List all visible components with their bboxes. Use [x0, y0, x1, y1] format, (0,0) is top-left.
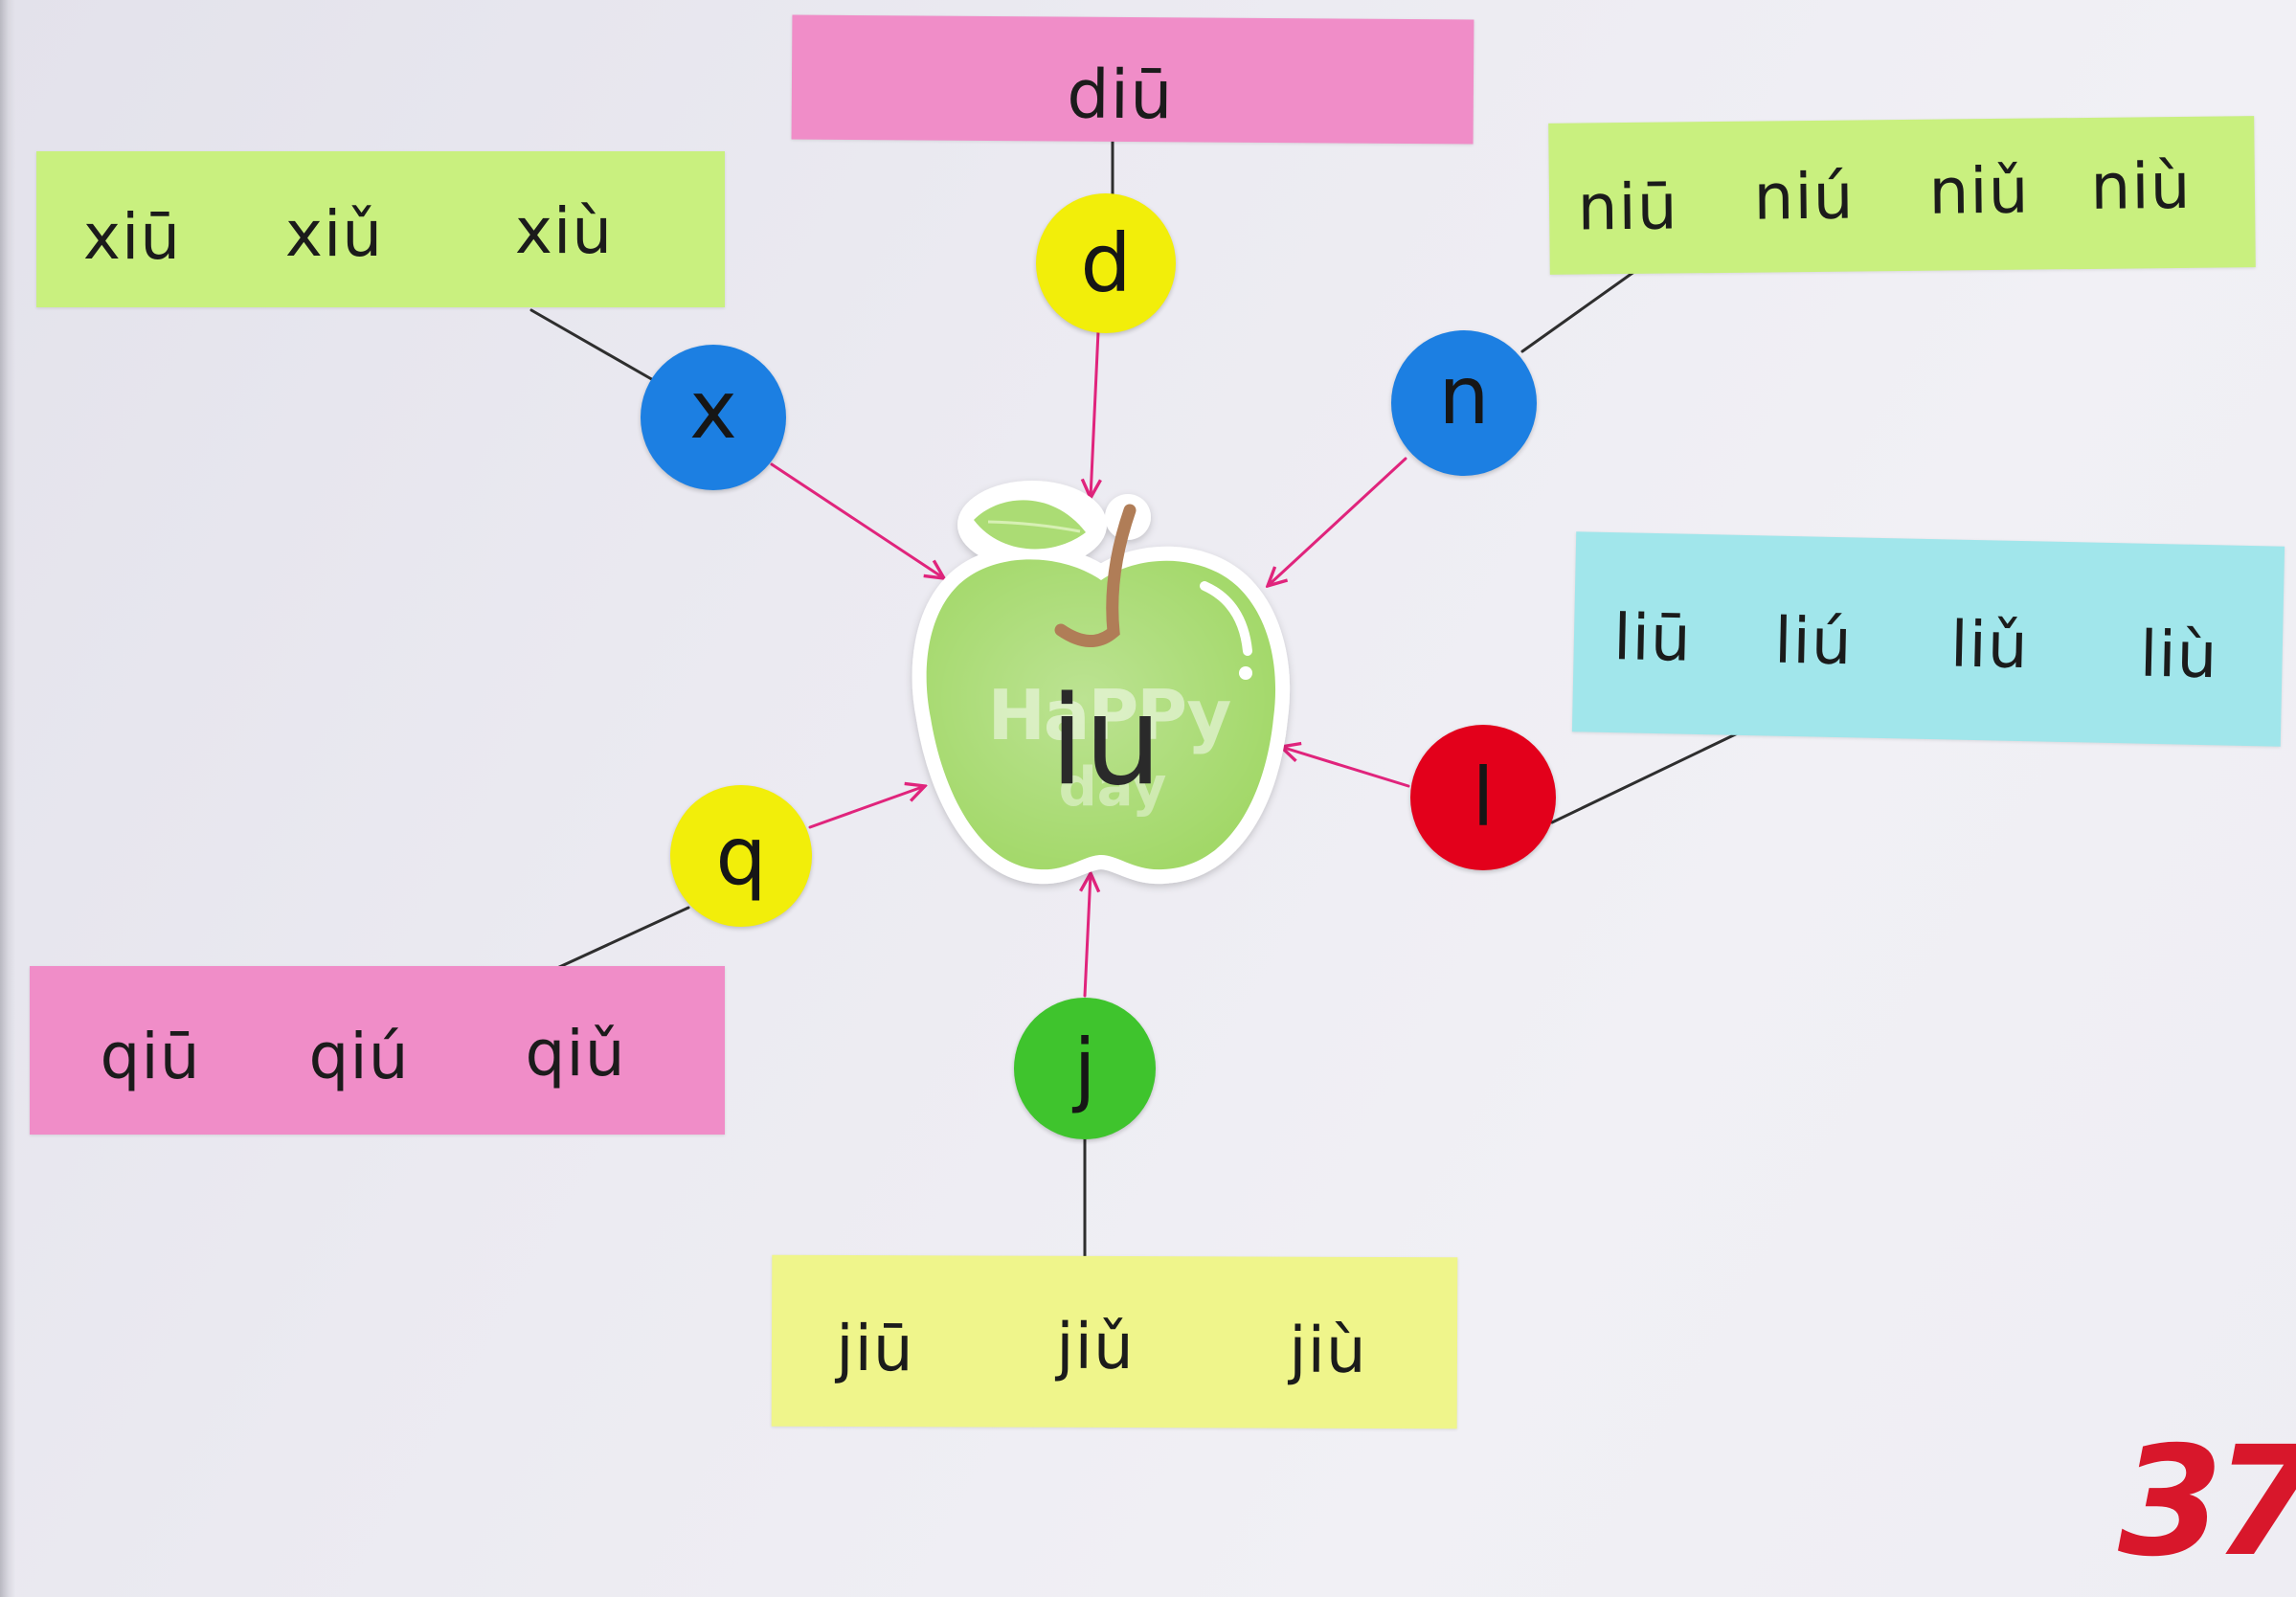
connector-line-q [543, 906, 690, 976]
initial-circle-n: n [1391, 330, 1537, 476]
syllable: jiù [1289, 1313, 1367, 1387]
apple-sticker: HaPPy day iu [912, 481, 1291, 885]
syllable-card-n: niū niú niǔ niù [1548, 116, 2256, 275]
syllable: liú [1773, 603, 1854, 680]
leaf-vein [987, 520, 1081, 533]
syllable: xiǔ [284, 197, 384, 271]
syllable-card-q: qiū qiú qiǔ [30, 966, 725, 1135]
initial-letter: d [1080, 216, 1132, 310]
syllable-card-d: diū [791, 14, 1474, 145]
page-number: 37 [2118, 1414, 2296, 1590]
arrow-x-to-center [770, 462, 944, 578]
syllable: liù [2139, 617, 2219, 693]
initial-letter: x [689, 363, 737, 457]
initial-letter: l [1472, 751, 1495, 844]
syllable-card-l: liū liú liǔ liù [1571, 531, 2285, 747]
connector-line-x [529, 308, 657, 383]
initial-circle-j: j [1014, 998, 1156, 1139]
syllable: xiū [82, 200, 182, 274]
syllable: niú [1753, 159, 1855, 235]
initial-circle-d: d [1036, 193, 1176, 333]
apple-highlight [1200, 581, 1252, 656]
initial-letter: q [715, 809, 767, 903]
paper-edge [0, 0, 15, 1597]
syllable: xiù [514, 194, 614, 268]
syllable: qiú [308, 1020, 410, 1093]
apple-highlight-dot [1239, 666, 1252, 680]
connector-line-n [1520, 269, 1637, 353]
syllable: diū [1066, 55, 1174, 135]
syllable: niǔ [1928, 153, 2030, 229]
syllable: liū [1612, 600, 1693, 676]
sticker-text-bottom: day [1059, 756, 1167, 819]
arrow-q-to-center [808, 786, 925, 829]
syllable: liǔ [1949, 607, 2030, 684]
syllable: jiǔ [1056, 1309, 1135, 1384]
initial-circle-l: l [1410, 725, 1556, 870]
apple-stem [1054, 504, 1137, 647]
syllable: qiǔ [525, 1017, 626, 1091]
arrow-j-to-center [1085, 873, 1091, 998]
initial-circle-q: q [670, 785, 812, 927]
syllable: niù [2090, 148, 2192, 224]
arrow-l-to-center [1281, 747, 1410, 788]
center-final: iu [1050, 670, 1162, 813]
syllable: niū [1577, 169, 1679, 245]
initial-letter: n [1438, 349, 1490, 442]
initial-circle-x: x [641, 345, 786, 490]
syllable-card-x: xiū xiǔ xiù [36, 151, 725, 307]
syllable: jiū [836, 1311, 914, 1386]
initial-letter: j [1073, 1022, 1096, 1115]
arrow-n-to-center [1268, 457, 1407, 586]
syllable-card-j: jiū jiǔ jiù [771, 1254, 1458, 1429]
sticker-text-top: HaPPy [988, 675, 1231, 755]
syllable: qiū [100, 1020, 201, 1093]
arrow-d-to-center [1091, 329, 1098, 498]
